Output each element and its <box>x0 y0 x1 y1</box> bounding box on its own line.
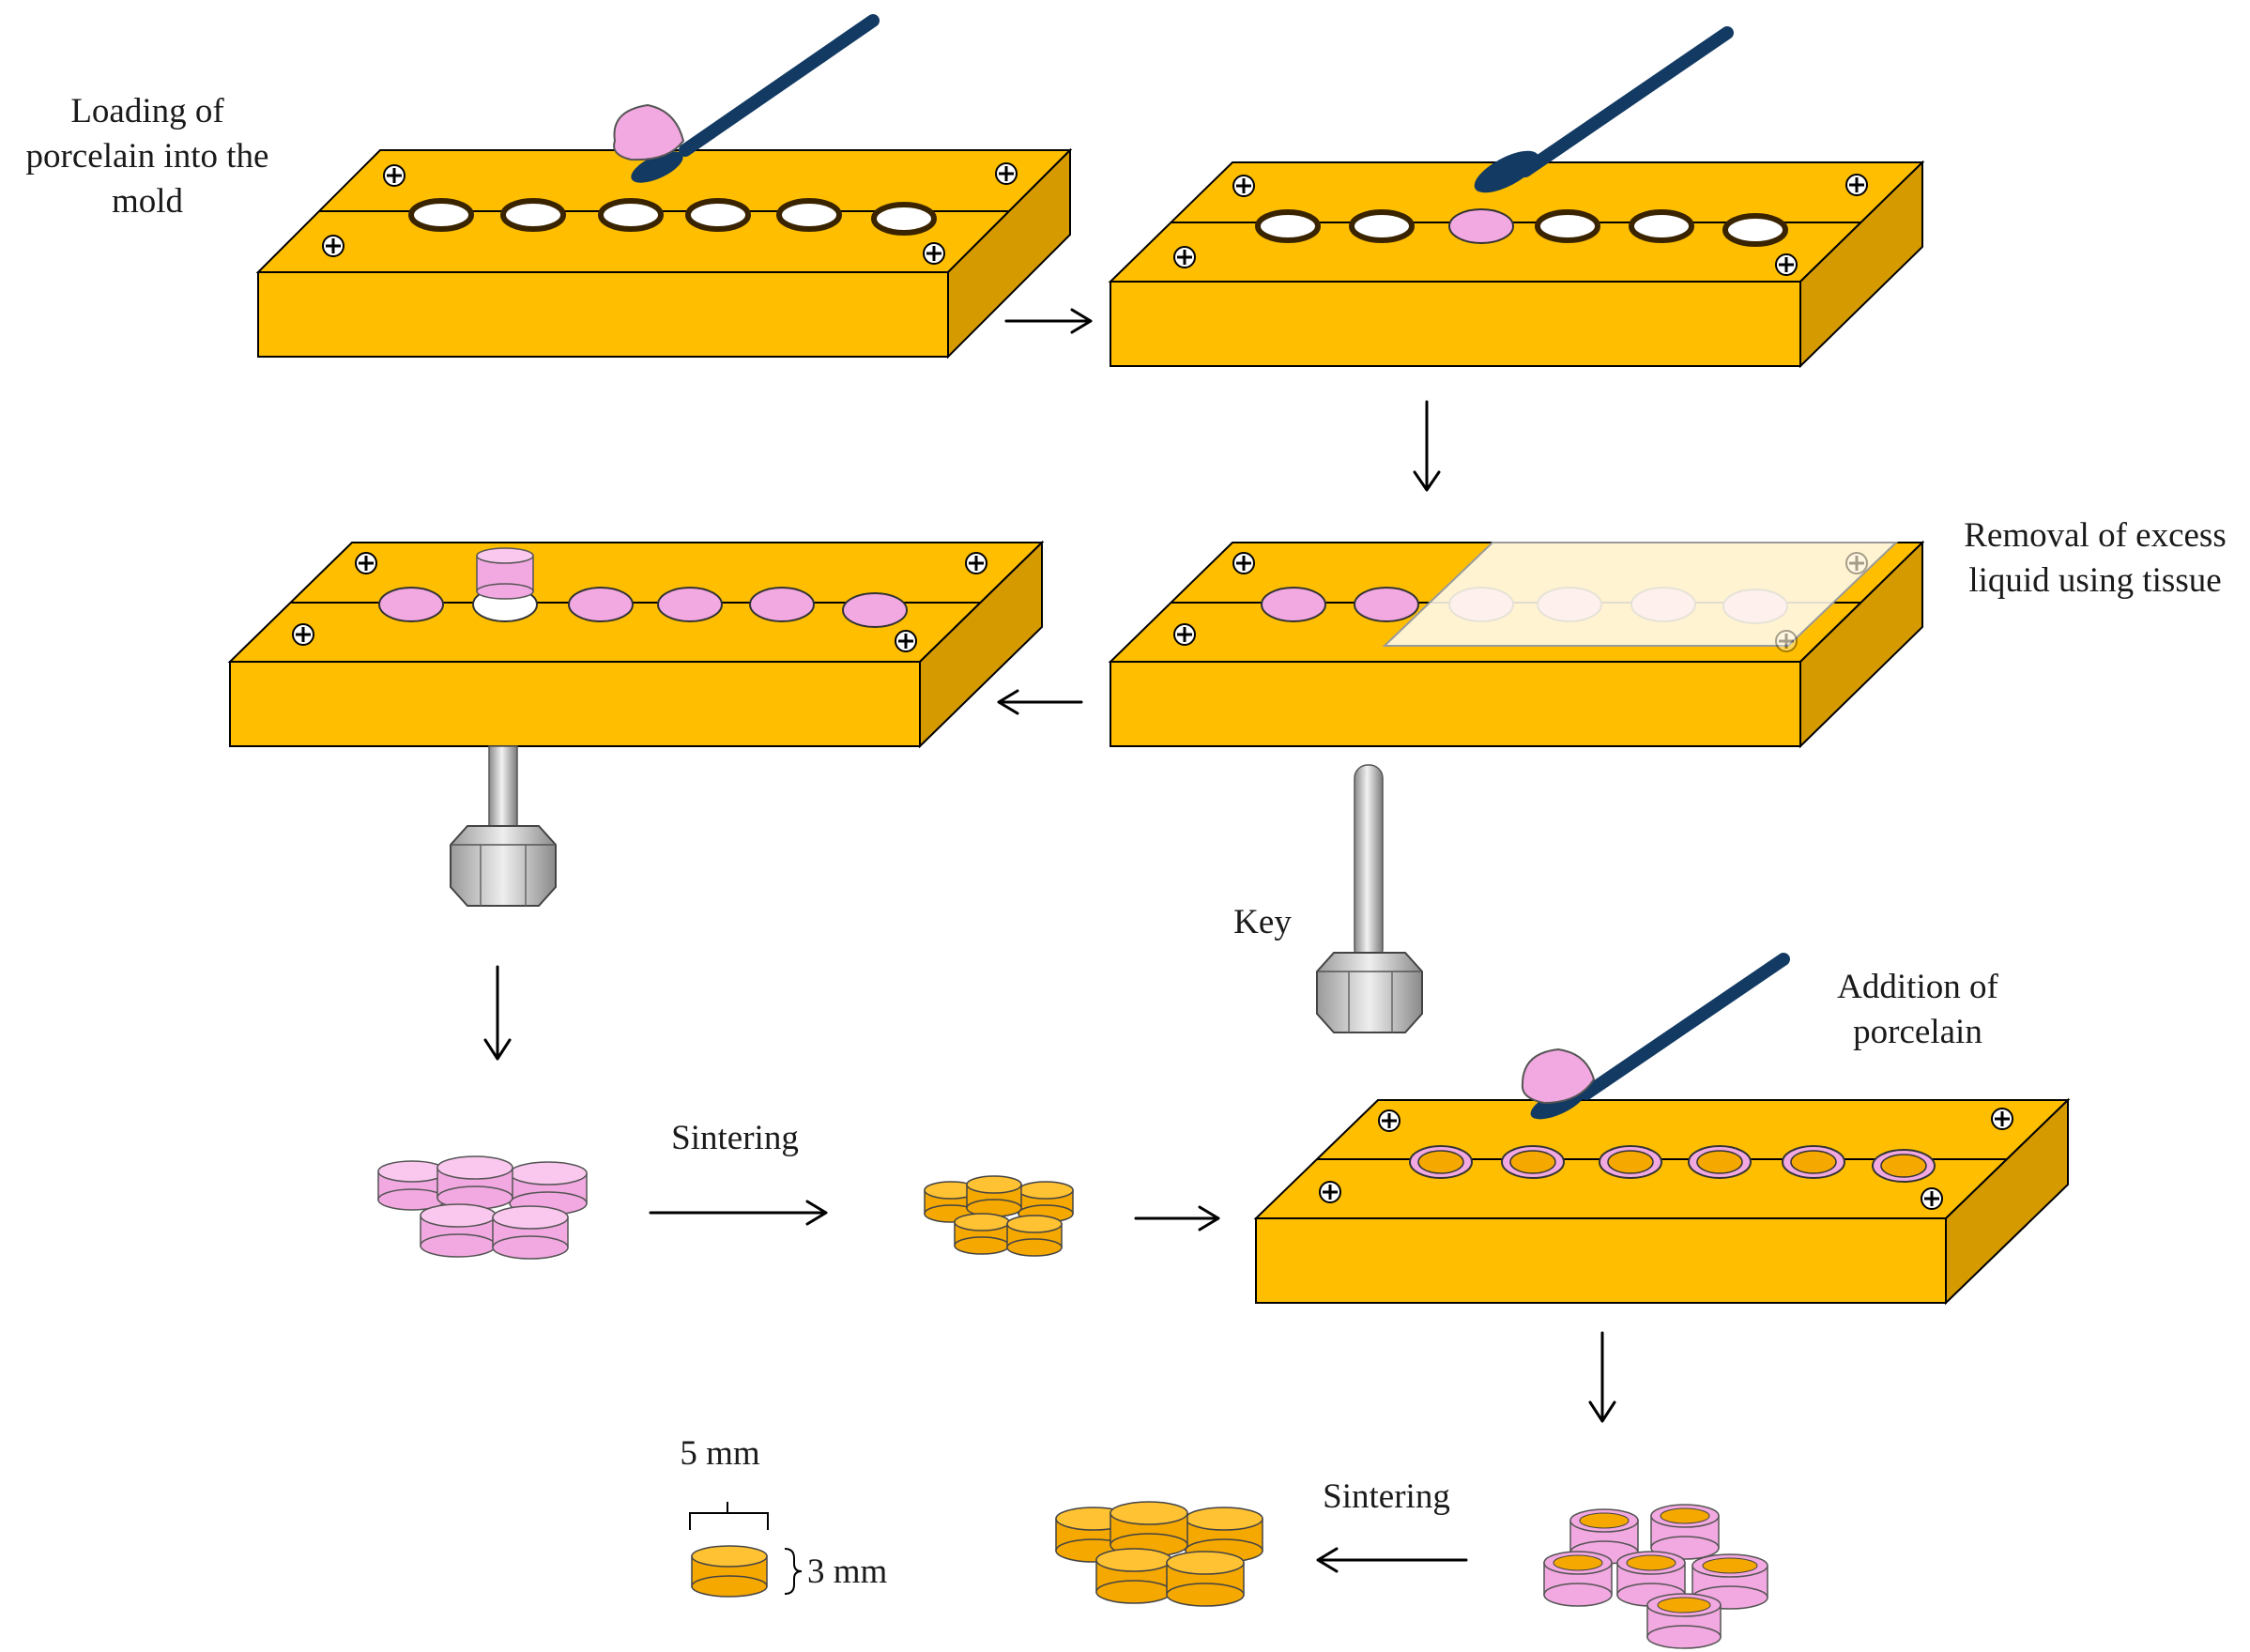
sintering-label-1: Sintering <box>671 1119 799 1157</box>
screw-icon <box>923 242 945 265</box>
sintered-disc-stack <box>924 1175 1074 1257</box>
mold-front <box>257 271 949 358</box>
screw-icon <box>1319 1181 1341 1203</box>
screw-icon <box>1232 552 1255 574</box>
loading-label-line1: Loading of <box>70 92 224 130</box>
sintering-label-2: Sintering <box>1323 1477 1450 1516</box>
screw-icon <box>1232 175 1255 197</box>
mold-1 <box>255 14 1073 359</box>
porcelain-plug <box>476 547 534 600</box>
mold-5 <box>1253 953 2071 1306</box>
arrow-icon <box>483 308 1616 1573</box>
dimension-height-label: 3 mm <box>807 1553 888 1591</box>
pink-disc-stack <box>377 1155 588 1260</box>
screw-icon <box>1378 1109 1401 1132</box>
screw-icon <box>995 162 1018 185</box>
height-bracket <box>784 1548 803 1595</box>
screw-icon <box>1845 552 1868 574</box>
loading-label-line2: porcelain into the <box>26 137 269 176</box>
removal-label-line2: liquid using tissue <box>1968 561 2221 600</box>
sample-disc <box>691 1545 768 1598</box>
ring-stack <box>1543 1504 1768 1649</box>
spatula-icon <box>1474 26 1734 193</box>
screw-icon <box>1845 174 1868 196</box>
screw-icon <box>1173 623 1196 646</box>
dimension-width-label: 5 mm <box>680 1434 760 1473</box>
loading-label-line3: mold <box>112 182 184 221</box>
screw-icon <box>895 630 917 652</box>
mold-side <box>947 147 1071 359</box>
porcelain-rings <box>1409 1145 1936 1183</box>
key-icon <box>450 745 557 907</box>
addition-label-line1: Addition of <box>1837 968 1998 1006</box>
width-bracket <box>689 1502 769 1530</box>
screw-icon <box>1173 246 1196 268</box>
screw-icon <box>1921 1187 1943 1210</box>
screw-icon <box>355 552 377 574</box>
screw-icon <box>1775 630 1798 652</box>
mold-4 <box>227 540 1045 749</box>
key-label: Key <box>1233 903 1292 941</box>
screw-icon <box>1775 253 1798 276</box>
screw-icon <box>383 164 406 187</box>
screw-icon <box>292 623 314 646</box>
addition-label-line2: porcelain <box>1853 1013 1982 1051</box>
screw-icon <box>322 235 344 257</box>
mold-holes <box>408 198 937 236</box>
spatula-icon <box>613 14 880 183</box>
key-icon <box>1316 764 1423 1033</box>
mold-2 <box>1108 26 1925 369</box>
final-disc-stack <box>1055 1501 1263 1607</box>
removal-label-line1: Removal of excess <box>1964 516 2226 555</box>
screw-icon <box>965 552 987 574</box>
screw-icon <box>1991 1108 2013 1130</box>
tissue-icon <box>1382 542 1899 647</box>
spatula-icon <box>1521 953 1790 1120</box>
mold-3 <box>1108 540 1925 749</box>
